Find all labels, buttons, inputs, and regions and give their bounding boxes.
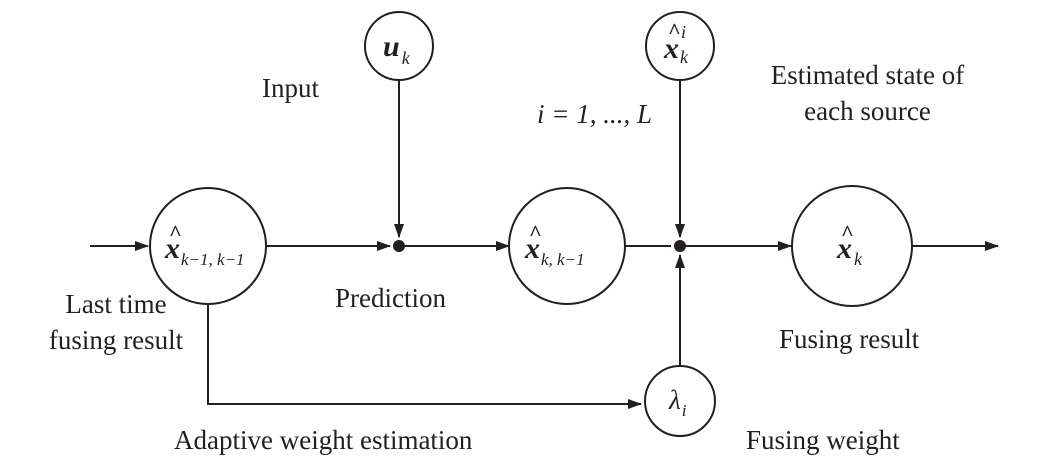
fusing-weight-symbol: λi xyxy=(668,385,687,420)
predicted-state-hat: ^ xyxy=(529,220,542,245)
previous-estimate-label: xk−1, k−1 xyxy=(164,232,245,269)
fusion-junction xyxy=(674,240,686,252)
last-time-label-line2: fusing result xyxy=(48,325,184,355)
fused-state-hat: ^ xyxy=(841,220,854,245)
node-predicted-state xyxy=(508,187,626,305)
input-label: Input xyxy=(262,73,319,103)
source-state-hat: ^ xyxy=(668,18,681,43)
source-index-label: i = 1, ..., L xyxy=(537,99,652,129)
estimated-state-label-line1: Estimated state of xyxy=(770,60,965,90)
node-fusing-weight xyxy=(644,365,716,437)
predicted-state-label: xk, k−1 xyxy=(524,232,585,269)
node-fused-state xyxy=(791,185,913,307)
edge-previous-to-weight xyxy=(207,305,642,409)
adaptive-weight-estimation-label: Adaptive weight estimation xyxy=(174,425,473,455)
prediction-junction xyxy=(393,240,405,252)
node-previous-estimate xyxy=(149,187,267,305)
fusing-result-label: Fusing result xyxy=(779,324,920,354)
node-source-state xyxy=(645,11,715,81)
prediction-label: Prediction xyxy=(335,283,446,313)
last-time-label-line1: Last time xyxy=(65,289,167,319)
fusing-weight-label: Fusing weight xyxy=(746,425,900,455)
previous-estimate-hat: ^ xyxy=(169,220,182,245)
estimated-state-label-line2: each source xyxy=(804,96,931,126)
node-control-input xyxy=(364,11,434,81)
